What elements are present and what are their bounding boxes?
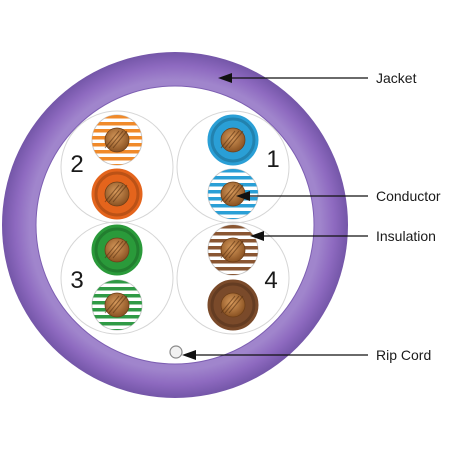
insulation-arrowhead [250,231,264,241]
pair-3-striped-wire [91,279,143,331]
conductor [220,181,246,207]
conductor [220,127,246,153]
jacket-label: Jacket [376,70,417,86]
conductor-label: Conductor [376,188,441,204]
jacket-arrowhead [218,73,232,83]
pair-3-separator [60,221,174,335]
conductor [104,237,130,263]
pair-2-solid-wire [91,168,143,220]
pair-number-1: 1 [266,146,279,173]
twisted-pair-wires [91,114,259,331]
conductor-arrowhead [236,191,250,201]
conductor [220,237,246,263]
rip-cord-arrowhead [182,350,196,360]
conductor [104,127,130,153]
pair-number-2: 2 [70,151,83,178]
conductor [220,292,246,318]
pair-1-solid-wire [207,114,259,166]
conductor [104,292,130,318]
pair-4-separator [176,221,290,335]
insulation-label: Insulation [376,228,436,244]
pair-2-striped-wire [91,114,143,166]
pair-2-separator [60,110,174,224]
pair-number-3: 3 [70,267,83,294]
pair-1-striped-wire [207,168,259,220]
pair-separators [60,110,290,335]
pair-4-striped-wire [207,224,259,276]
callout-arrows [182,73,368,360]
conductor [104,181,130,207]
pair-3-solid-wire [91,224,143,276]
pair-4-solid-wire [207,279,259,331]
pair-number-4: 4 [264,267,277,294]
rip-cord [169,345,183,359]
pair-1-separator [176,110,290,224]
rip-cord-label: Rip Cord [376,347,431,363]
